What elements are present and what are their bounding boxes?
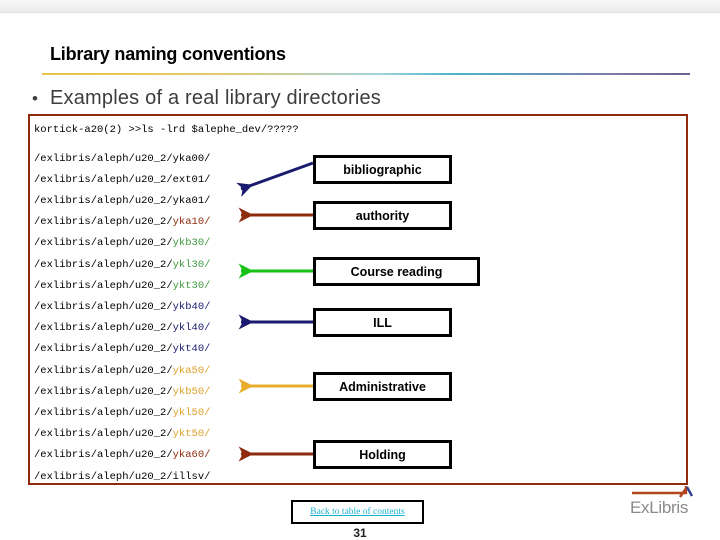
callout-box: bibliographic <box>313 155 452 184</box>
back-to-toc-link-label[interactable]: Back to table of contents <box>310 507 405 517</box>
callout-label: authority <box>355 208 410 223</box>
terminal-directory-line: /exlibris/aleph/u20_2/ykt30/ <box>34 280 210 292</box>
terminal-directory-line: /exlibris/aleph/u20_2/ext01/ <box>34 174 210 186</box>
bullet-marker-icon: • <box>32 89 38 108</box>
directory-name: yka00/ <box>172 152 211 165</box>
terminal-directory-line: /exlibris/aleph/u20_2/yka50/ <box>34 365 210 377</box>
terminal-directory-line: /exlibris/aleph/u20_2/ykl30/ <box>34 259 210 271</box>
directory-path-prefix: /exlibris/aleph/u20_2/ <box>34 407 173 420</box>
terminal-directory-line: /exlibris/aleph/u20_2/ykt40/ <box>34 343 210 355</box>
title-divider-rule <box>42 73 690 75</box>
top-decorative-band <box>0 0 720 13</box>
callout-box: Holding <box>313 440 452 469</box>
exlibris-logo-mark-icon <box>632 486 694 498</box>
callout-box: ILL <box>313 308 452 337</box>
back-to-toc-button[interactable]: Back to table of contents <box>291 500 424 524</box>
page-number: 31 <box>353 526 367 540</box>
directory-path-prefix: /exlibris/aleph/u20_2/ <box>34 279 173 292</box>
terminal-prompt-line: kortick-a20(2) >>ls -lrd $alephe_dev/???… <box>34 124 299 136</box>
directory-name: ykt50/ <box>172 428 211 441</box>
terminal-directory-line: /exlibris/aleph/u20_2/ykt50/ <box>34 428 210 440</box>
directory-name: yka10/ <box>172 216 211 229</box>
directory-name: ext01/ <box>172 173 211 186</box>
directory-path-prefix: /exlibris/aleph/u20_2/ <box>34 301 173 314</box>
directory-name: yka01/ <box>172 195 211 208</box>
terminal-directory-line: /exlibris/aleph/u20_2/ykb30/ <box>34 237 210 249</box>
directory-name: ykt40/ <box>172 343 211 356</box>
directory-path-prefix: /exlibris/aleph/u20_2/ <box>34 322 173 335</box>
directory-name: ykb30/ <box>172 237 211 250</box>
directory-name: ykl30/ <box>172 258 211 271</box>
directory-name: illsv/ <box>172 470 211 483</box>
directory-path-prefix: /exlibris/aleph/u20_2/ <box>34 237 173 250</box>
callout-label: Holding <box>359 447 406 462</box>
terminal-directory-line: /exlibris/aleph/u20_2/illsv/ <box>34 471 210 483</box>
directory-path-prefix: /exlibris/aleph/u20_2/ <box>34 385 173 398</box>
terminal-directory-line: /exlibris/aleph/u20_2/ykl40/ <box>34 322 210 334</box>
callout-label: bibliographic <box>343 162 422 177</box>
directory-path-prefix: /exlibris/aleph/u20_2/ <box>34 364 173 377</box>
directory-path-prefix: /exlibris/aleph/u20_2/ <box>34 449 173 462</box>
exlibris-logo: ExLibris <box>630 486 712 518</box>
directory-path-prefix: /exlibris/aleph/u20_2/ <box>34 470 173 483</box>
callout-box: Course reading <box>313 257 480 286</box>
directory-path-prefix: /exlibris/aleph/u20_2/ <box>34 216 173 229</box>
bullet-text: Examples of a real library directories <box>49 87 382 109</box>
directory-name: ykl50/ <box>172 407 211 420</box>
callout-box: Administrative <box>313 372 452 401</box>
callout-label: Administrative <box>339 379 426 394</box>
callout-label: Course reading <box>350 264 443 279</box>
directory-name: ykl40/ <box>172 322 211 335</box>
terminal-directory-line: /exlibris/aleph/u20_2/ykb50/ <box>34 386 210 398</box>
terminal-directory-line: /exlibris/aleph/u20_2/yka01/ <box>34 195 210 207</box>
terminal-directory-line: /exlibris/aleph/u20_2/ykl50/ <box>34 407 210 419</box>
page-title: Library naming conventions <box>50 44 286 64</box>
directory-name: ykb40/ <box>172 301 211 314</box>
directory-name: yka60/ <box>172 449 211 462</box>
bullet-row: • Examples of a real library directories <box>32 87 381 110</box>
directory-path-prefix: /exlibris/aleph/u20_2/ <box>34 258 173 271</box>
exlibris-logo-text: ExLibris <box>630 498 689 517</box>
directory-path-prefix: /exlibris/aleph/u20_2/ <box>34 173 173 186</box>
directory-path-prefix: /exlibris/aleph/u20_2/ <box>34 152 173 165</box>
directory-name: ykb50/ <box>172 385 211 398</box>
directory-name: yka50/ <box>172 364 211 377</box>
directory-name: ykt30/ <box>172 279 211 292</box>
terminal-directory-line: /exlibris/aleph/u20_2/yka10/ <box>34 216 210 228</box>
terminal-directory-line: /exlibris/aleph/u20_2/yka00/ <box>34 153 210 165</box>
callout-box: authority <box>313 201 452 230</box>
terminal-directory-line: /exlibris/aleph/u20_2/ykb40/ <box>34 301 210 313</box>
callout-label: ILL <box>373 315 392 330</box>
directory-path-prefix: /exlibris/aleph/u20_2/ <box>34 428 173 441</box>
directory-path-prefix: /exlibris/aleph/u20_2/ <box>34 343 173 356</box>
terminal-directory-line: /exlibris/aleph/u20_2/yka60/ <box>34 449 210 461</box>
directory-path-prefix: /exlibris/aleph/u20_2/ <box>34 195 173 208</box>
